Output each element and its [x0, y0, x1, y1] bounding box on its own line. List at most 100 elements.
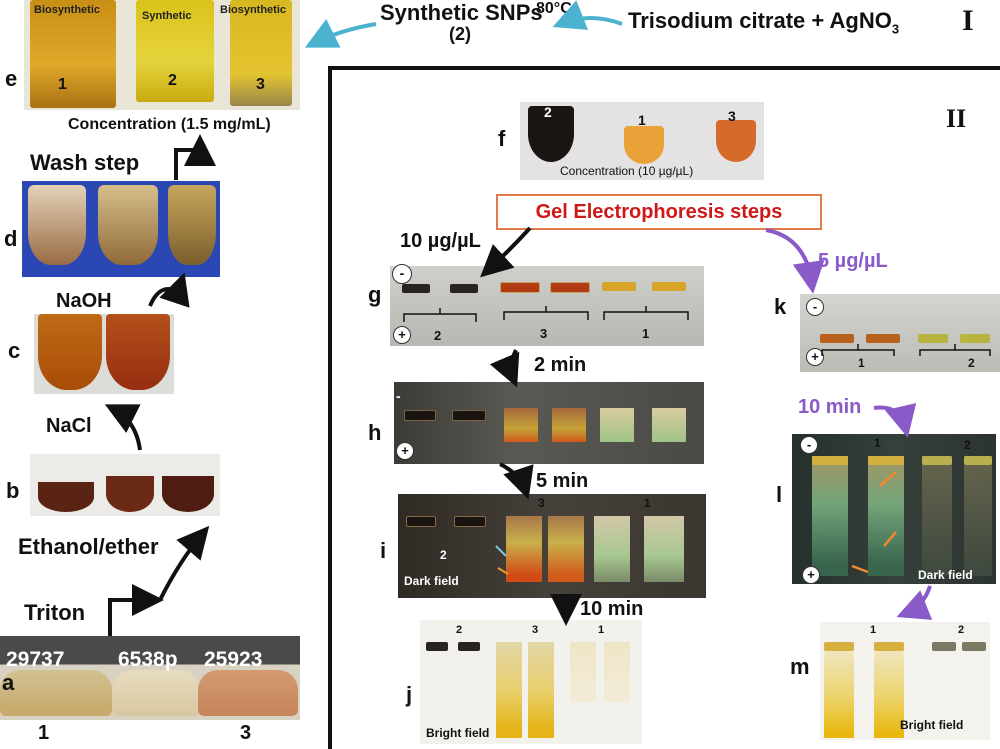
wash-step-label: Wash step: [30, 150, 140, 175]
panel-label-l: l: [776, 482, 783, 507]
bracket-g-3: [503, 306, 589, 320]
panel-l-gel: 1 2 Dark field: [792, 434, 996, 584]
tube-f-number-2: 2: [544, 104, 552, 120]
arrow-title-to-k: [765, 228, 825, 294]
concentration-right: 5 µg/µL: [818, 250, 888, 272]
naoh-label: NaOH: [56, 290, 112, 312]
panel-m-gel: 1 2 Bright field: [820, 622, 990, 740]
reagents-label: Trisodium citrate + AgNO3: [628, 8, 900, 37]
vial-number-3: 3: [256, 76, 265, 93]
strain-label-3: 25923: [204, 648, 263, 671]
tube-f-1: [624, 126, 664, 164]
panel-b-photo: [30, 454, 220, 516]
gel-g-group-1: 1: [642, 326, 650, 341]
gel-m-bright-field: Bright field: [900, 718, 964, 732]
arrow-naoh-to-d: [148, 272, 190, 308]
bracket-k-1: [821, 344, 895, 356]
gel-h-minus: -: [396, 388, 401, 404]
panel-label-i: i: [380, 538, 387, 563]
gel-i-group-2: 2: [440, 548, 447, 562]
panel-label-j: j: [406, 682, 413, 707]
arrow-l-band-1: [879, 471, 897, 487]
gel-electrophoresis-title: Gel Electrophoresis steps: [496, 194, 822, 230]
panel-label-e: e: [5, 66, 18, 91]
panel-e-photo: Biosynthetic Synthetic Biosynthetic 1 2 …: [24, 0, 300, 110]
gel-j-group-1: 1: [598, 624, 605, 636]
arrow-l-band-3: [851, 564, 869, 574]
vial-1: [30, 0, 116, 108]
bracket-k-2: [919, 344, 991, 356]
gel-l-dark-field: Dark field: [918, 568, 973, 582]
panel-label-h: h: [368, 420, 382, 445]
gel-l-group-2: 2: [964, 438, 971, 452]
flask-3: [198, 670, 298, 716]
time-2min: 2 min: [534, 354, 587, 376]
panel-f-photo: 2 1 3 Concentration (10 µg/µL): [520, 102, 764, 180]
arrow-product-to-vials: [304, 18, 377, 48]
gel-g-plus: +: [393, 326, 411, 344]
tube-f-2: [528, 106, 574, 162]
gel-h-plus: +: [396, 442, 414, 460]
vial-3: [230, 0, 292, 106]
gel-i-group-3: 3: [538, 496, 545, 510]
arrow-ethanol-to-b: [158, 525, 210, 601]
panel-g-gel: 2 3 1: [390, 266, 704, 346]
panel-label-k: k: [774, 294, 787, 319]
nacl-label: NaCl: [46, 415, 92, 437]
vial-label-3: Biosynthetic: [220, 4, 287, 16]
flask-2: [112, 670, 200, 716]
gel-l-minus: -: [800, 436, 818, 454]
bracket-g-2: [403, 308, 477, 322]
gel-k-group-2: 2: [968, 356, 975, 370]
panel-d-photo: [22, 181, 220, 277]
panel-label-a: a: [2, 670, 15, 695]
flask-number-1: 1: [38, 722, 50, 744]
arrow-title-to-g: [480, 226, 532, 278]
product-number: (2): [449, 24, 471, 44]
gel-g-minus: -: [392, 264, 412, 284]
panel-c-photo: [34, 314, 174, 394]
panel-label-d: d: [4, 226, 18, 251]
vial-2: [136, 0, 214, 102]
gel-i-group-1: 1: [644, 496, 651, 510]
strain-label-1: 29737: [6, 648, 65, 671]
section-divider-horizontal: [328, 66, 1000, 70]
time-10min-right: 10 min: [798, 396, 862, 418]
section-divider-vertical: [328, 68, 332, 749]
arrow-triton-to-ethanol: [108, 584, 164, 636]
gel-j-group-3: 3: [532, 624, 539, 636]
panel-label-f: f: [498, 126, 506, 151]
gel-k-group-1: 1: [858, 356, 865, 370]
tube-c-1: [38, 314, 102, 390]
panel-a-photo: 29737 6538p 25923: [0, 636, 300, 720]
tube-d-1: [28, 185, 86, 265]
gel-l-plus: +: [802, 566, 820, 584]
section-label-I: I: [962, 4, 974, 37]
gel-k-plus: +: [806, 348, 824, 366]
gel-j-bright-field: Bright field: [426, 726, 490, 740]
tube-f-number-1: 1: [638, 112, 646, 128]
vial-number-2: 2: [168, 72, 177, 89]
panel-i-gel: 2 3 1 Dark field: [398, 494, 706, 598]
gel-m-group-2: 2: [958, 624, 965, 636]
arrow-k-to-l: [873, 403, 917, 438]
vial-label-2: Synthetic: [142, 10, 192, 22]
panel-f-concentration: Concentration (10 µg/µL): [560, 164, 694, 178]
arrow-g-to-h: [489, 349, 520, 388]
panel-h-gel: [394, 382, 704, 464]
panel-label-g: g: [368, 282, 382, 307]
panel-label-m: m: [790, 654, 810, 679]
bracket-g-1: [603, 306, 689, 320]
panel-j-gel: 2 3 1 Bright field: [420, 620, 642, 744]
tube-d-3: [168, 185, 216, 265]
flask-1: [0, 670, 112, 716]
panel-label-b: b: [6, 478, 20, 503]
strain-label-2: 6538p: [118, 648, 178, 671]
time-10min-left: 10 min: [580, 598, 644, 620]
panel-label-c: c: [8, 338, 21, 363]
vial-label-1: Biosynthetic: [34, 4, 101, 16]
panel-k-gel: 1 2: [800, 294, 1000, 372]
time-5min: 5 min: [536, 470, 589, 492]
gel-g-group-2: 2: [434, 328, 442, 343]
product-label: Synthetic SNPs: [380, 0, 543, 25]
